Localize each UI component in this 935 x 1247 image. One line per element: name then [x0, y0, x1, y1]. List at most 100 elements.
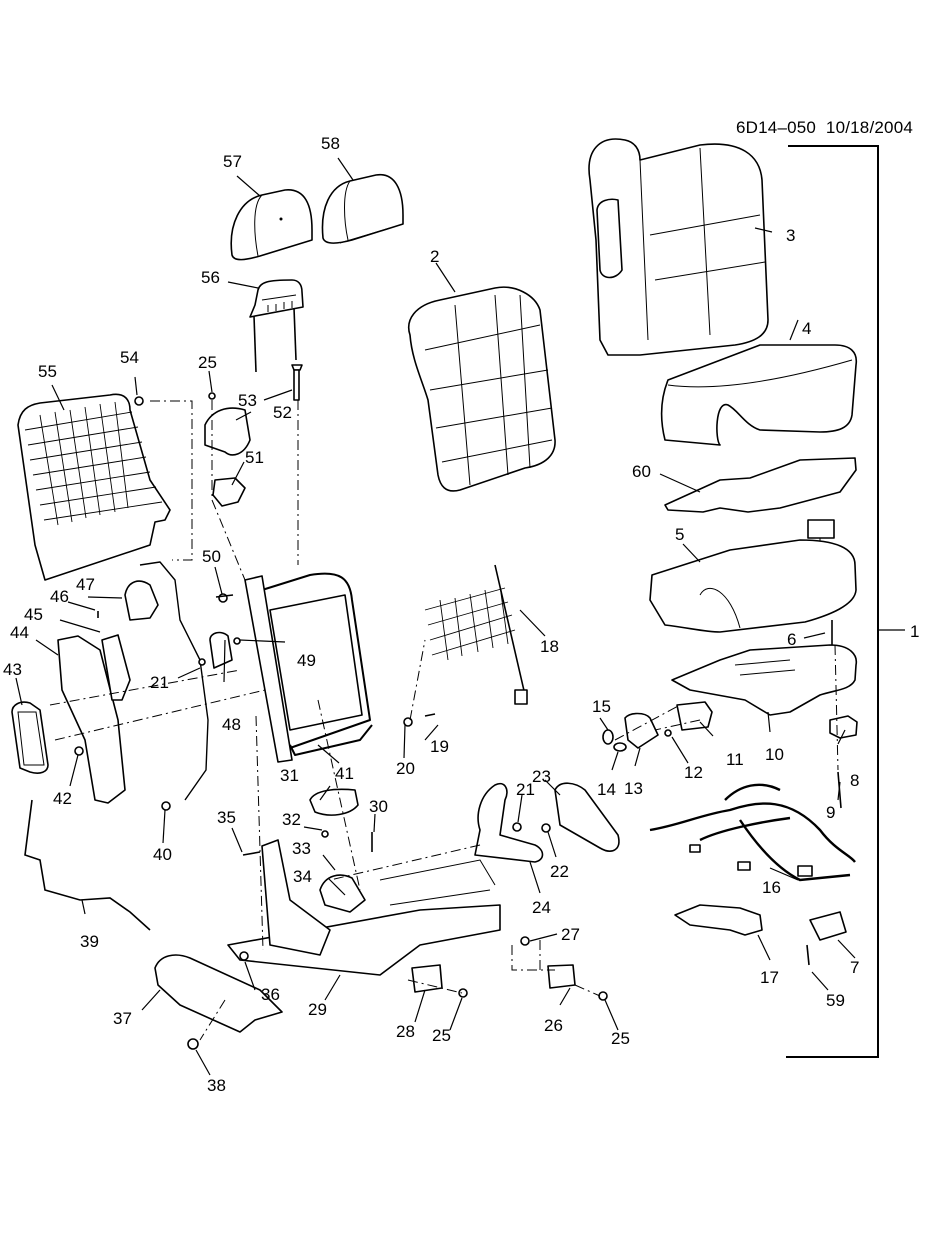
callout-58: 58	[321, 134, 340, 153]
bezel-13	[624, 712, 659, 749]
callout-2: 2	[430, 247, 439, 266]
callout-37: 37	[113, 1009, 132, 1028]
callout-7: 7	[850, 958, 859, 977]
seat-back-cover-3	[588, 138, 769, 356]
callout-25a: 25	[198, 353, 217, 372]
seat-back-panel-55	[17, 393, 171, 581]
bracket-17	[674, 904, 763, 936]
callout-16: 16	[762, 878, 781, 897]
knob-14	[613, 742, 627, 752]
callout-39: 39	[80, 932, 99, 951]
guide-53	[291, 364, 303, 401]
diagram-id: 6D14–050	[736, 118, 817, 137]
seat-cushion-pad-5	[649, 539, 857, 633]
callout-29: 29	[308, 1000, 327, 1019]
callout-26: 26	[544, 1016, 563, 1035]
trim-panel-23	[554, 782, 620, 852]
cover-52	[204, 407, 251, 456]
cushion-frame-10	[671, 644, 858, 716]
callout-28: 28	[396, 1022, 415, 1041]
callout-21b: 21	[516, 780, 535, 799]
bezel-43	[11, 701, 49, 774]
callout-13: 13	[624, 779, 643, 798]
callout-17: 17	[760, 968, 779, 987]
headrest-frame-56	[249, 279, 304, 373]
seat-back-pad-2	[408, 286, 556, 492]
callout-46: 46	[50, 587, 69, 606]
module-7	[809, 911, 847, 941]
switch-11	[676, 701, 713, 731]
cover-31	[309, 788, 359, 816]
seat-belt	[139, 561, 209, 801]
callout-22: 22	[550, 862, 569, 881]
callout-20: 20	[396, 759, 415, 778]
callout-51: 51	[245, 448, 264, 467]
bracket-8	[829, 715, 858, 739]
callout-59: 59	[826, 991, 845, 1010]
callout-55: 55	[38, 362, 57, 381]
callout-27: 27	[561, 925, 580, 944]
callout-42: 42	[53, 789, 72, 808]
trim-panel-44	[57, 635, 126, 804]
callout-43: 43	[3, 660, 22, 679]
callout-9: 9	[826, 803, 835, 822]
seat-cushion-cover-4	[660, 344, 858, 446]
callout-3: 3	[786, 226, 795, 245]
callout-23: 23	[532, 767, 551, 786]
callout-36: 36	[261, 985, 280, 1004]
seat-back-frame-41	[244, 572, 373, 763]
callout-25b: 25	[432, 1026, 451, 1045]
wiring-harness-16	[649, 783, 856, 882]
guide-48	[209, 631, 233, 669]
callout-41: 41	[335, 764, 354, 783]
callout-33: 33	[292, 839, 311, 858]
callout-49: 49	[297, 651, 316, 670]
callout-15: 15	[592, 697, 611, 716]
callout-52: 52	[273, 403, 292, 422]
bolt-59	[806, 944, 810, 966]
guide-51	[212, 477, 246, 507]
seat-belt-buckle-24	[474, 782, 544, 863]
callout-10: 10	[765, 745, 784, 764]
knob-15	[602, 729, 614, 745]
cover-45	[101, 634, 131, 701]
diagram-date: 10/18/2004	[825, 118, 914, 137]
lumbar-support-18	[424, 564, 528, 705]
callout-56: 56	[201, 268, 220, 287]
callout-34: 34	[293, 867, 312, 886]
outer-trim-panel-37	[154, 954, 283, 1033]
retractor-47	[124, 580, 159, 621]
callout-21a: 21	[150, 673, 169, 692]
callout-8: 8	[850, 771, 859, 790]
callout-57: 57	[223, 152, 242, 171]
callout-5: 5	[675, 525, 684, 544]
assembly-bracket	[786, 145, 879, 1058]
headrest-58	[321, 174, 404, 244]
cover-26	[547, 964, 576, 989]
callout-labels: 1 2 3 4 5 6 7 8 9 10 11 12 13 14 15 16 1…	[3, 134, 919, 1095]
callout-54: 54	[120, 348, 139, 367]
cover-28	[411, 964, 443, 993]
callout-24: 24	[532, 898, 551, 917]
callout-4: 4	[802, 319, 811, 338]
callout-1: 1	[910, 622, 919, 641]
callout-60: 60	[632, 462, 651, 481]
callout-38: 38	[207, 1076, 226, 1095]
callout-50: 50	[202, 547, 221, 566]
diagram-header: 6D14–050 10/18/2004	[736, 118, 913, 138]
callout-53: 53	[238, 391, 257, 410]
callout-25c: 25	[611, 1029, 630, 1048]
assembly-lines	[49, 400, 839, 1041]
headrest-57	[230, 189, 313, 261]
cable-39	[24, 799, 151, 931]
fasteners	[74, 392, 608, 1050]
callout-19: 19	[430, 737, 449, 756]
callout-31: 31	[280, 766, 299, 785]
callout-12: 12	[684, 763, 703, 782]
callout-11: 11	[726, 750, 744, 769]
callout-30: 30	[369, 797, 388, 816]
callout-14: 14	[597, 780, 616, 799]
callout-32: 32	[282, 810, 301, 829]
callout-47: 47	[76, 575, 95, 594]
